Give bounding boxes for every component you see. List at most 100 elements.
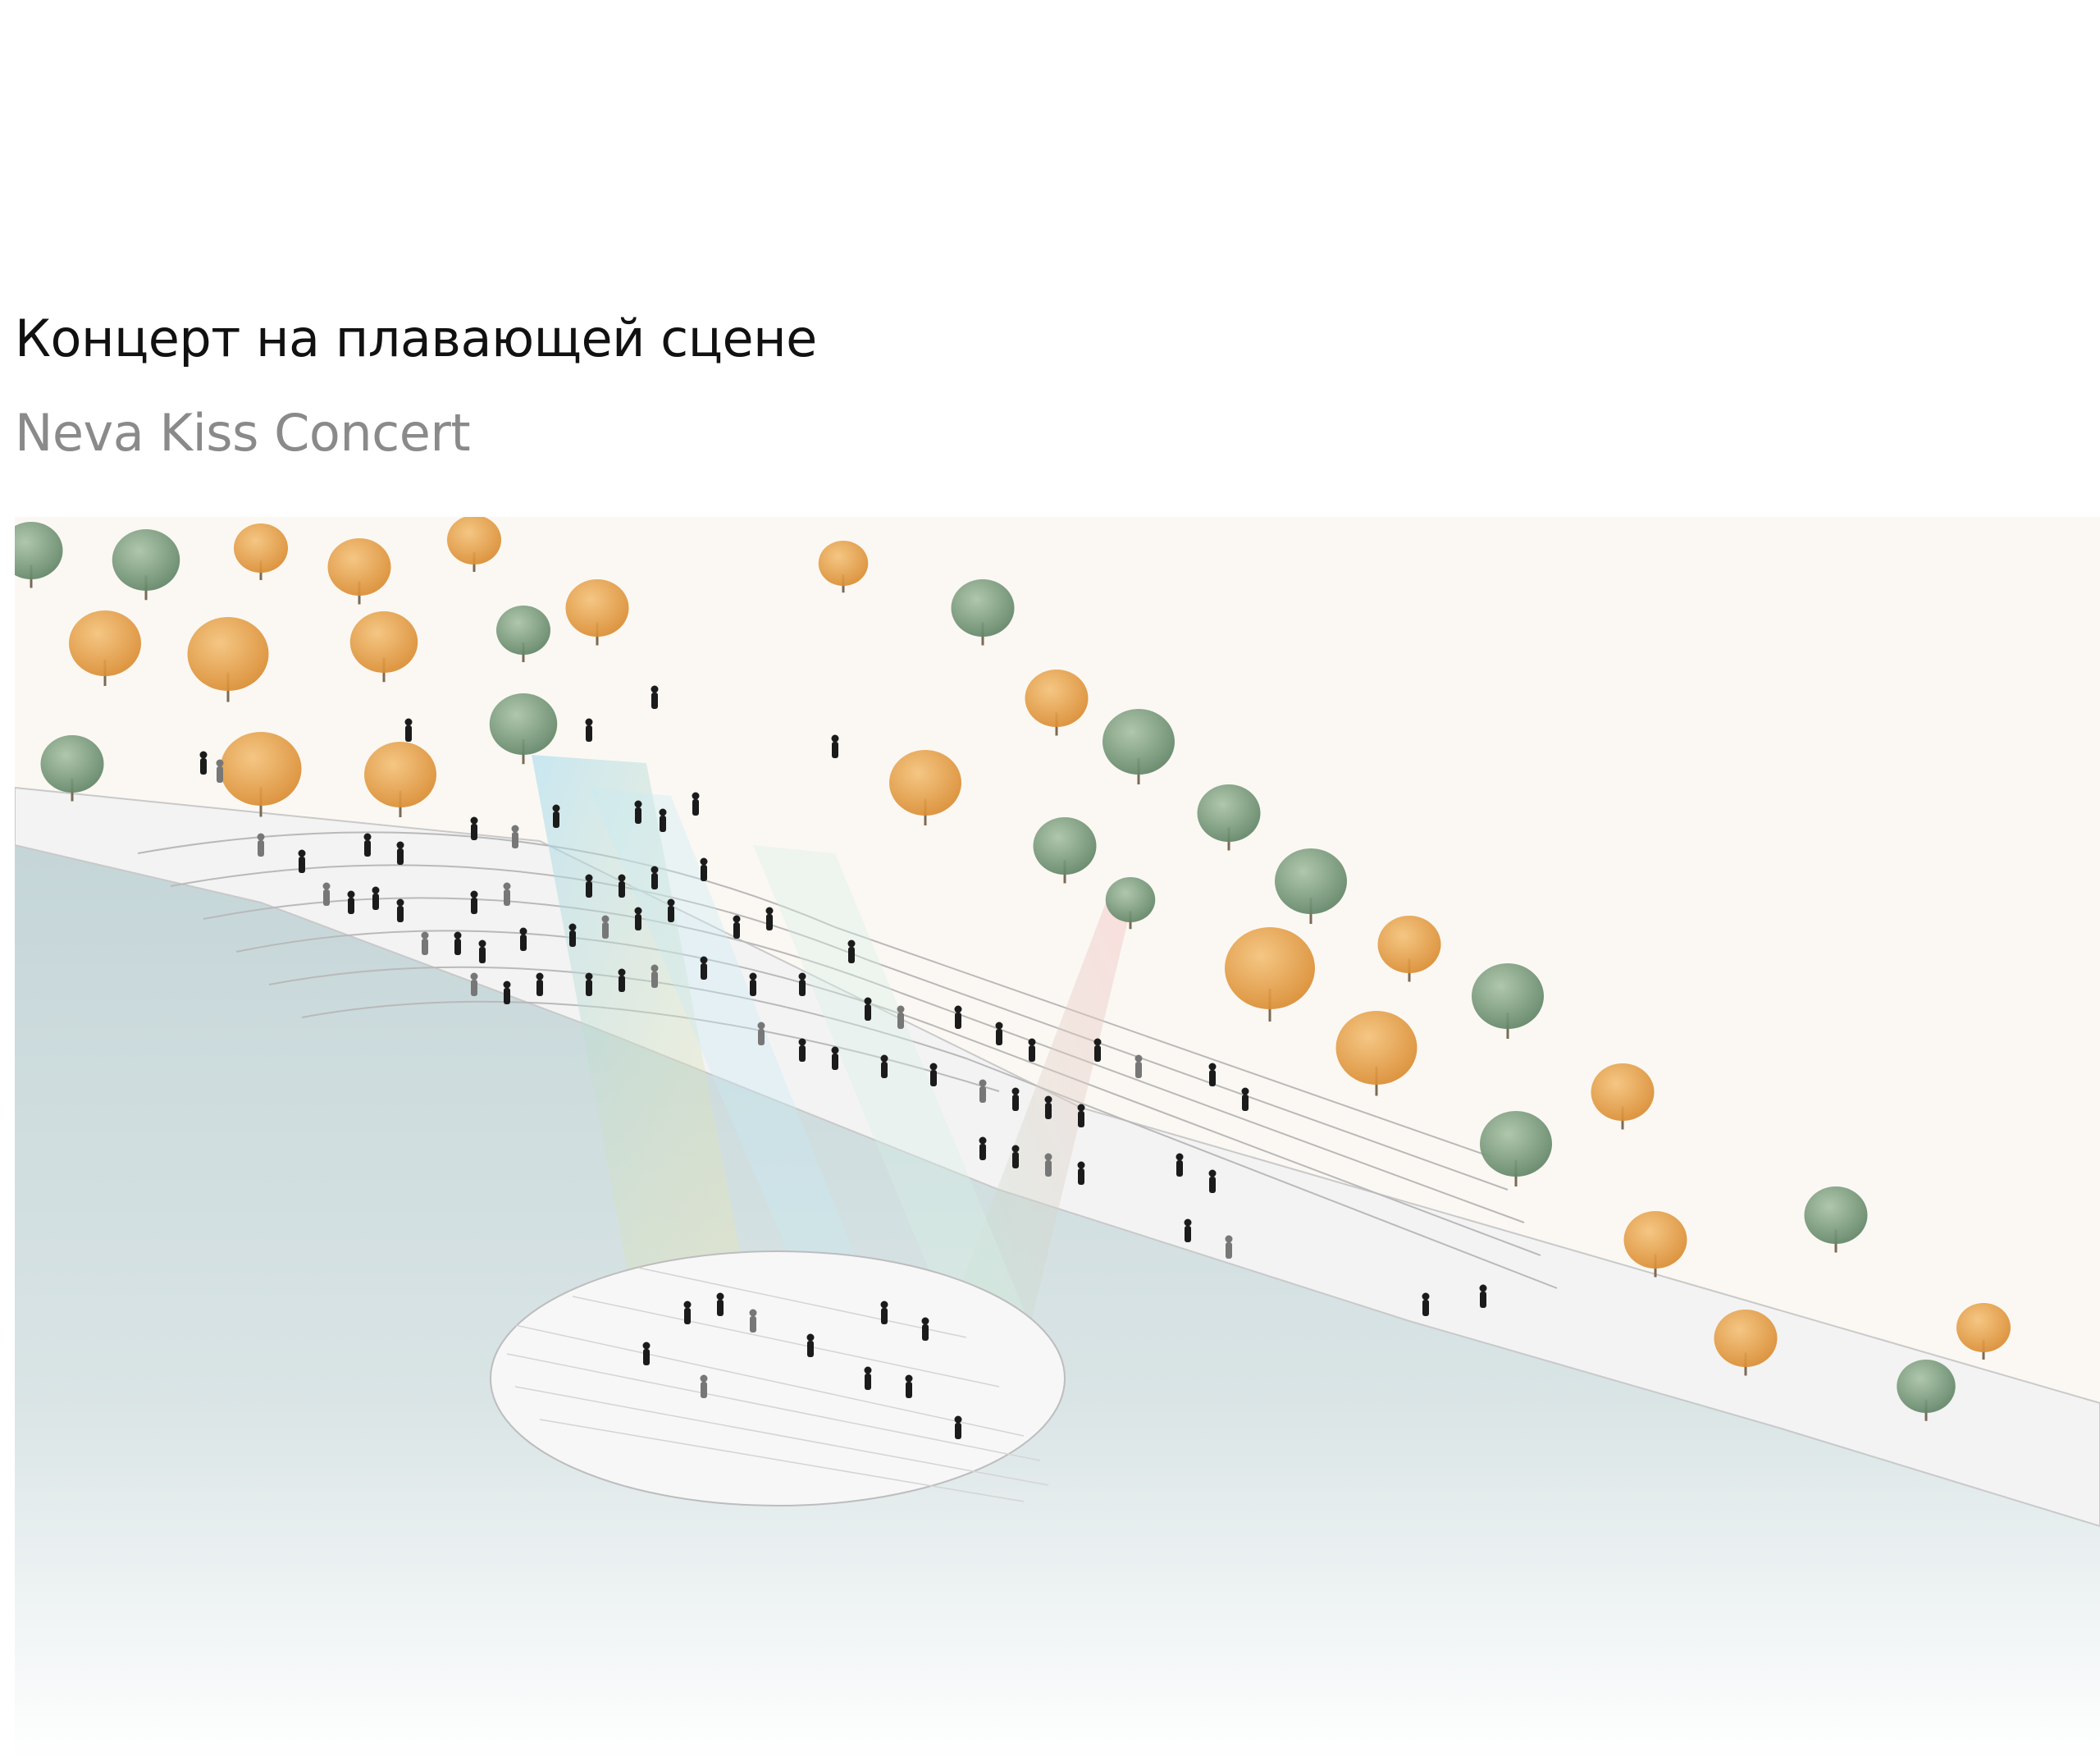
person-figure xyxy=(1479,1284,1487,1308)
autumn-tree xyxy=(1956,1303,2011,1360)
autumn-tree xyxy=(447,517,501,572)
green-tree xyxy=(1897,1360,1956,1421)
green-tree xyxy=(112,529,180,601)
person-figure xyxy=(1093,1038,1102,1062)
person-figure xyxy=(470,972,478,996)
person-figure xyxy=(905,1374,913,1398)
green-tree xyxy=(15,522,63,588)
person-figure xyxy=(954,1005,962,1029)
person-figure xyxy=(503,882,511,906)
person-figure xyxy=(864,1366,872,1390)
person-figure xyxy=(478,939,486,963)
person-figure xyxy=(995,1022,1003,1045)
person-figure xyxy=(929,1063,938,1086)
person-figure xyxy=(831,1046,839,1070)
person-figure xyxy=(601,915,609,939)
autumn-tree xyxy=(1225,927,1315,1022)
person-figure xyxy=(864,997,872,1021)
person-figure xyxy=(683,1301,692,1324)
autumn-tree xyxy=(220,732,302,817)
autumn-tree xyxy=(187,617,269,702)
person-figure xyxy=(1077,1161,1085,1185)
person-figure xyxy=(979,1136,987,1160)
person-figure xyxy=(757,1022,765,1045)
person-figure xyxy=(618,968,626,992)
autumn-tree xyxy=(1377,916,1441,982)
floating-stage xyxy=(490,1250,1066,1506)
person-figure xyxy=(1208,1169,1217,1193)
person-figure xyxy=(733,915,741,939)
autumn-tree xyxy=(1714,1310,1778,1376)
person-figure xyxy=(921,1317,929,1341)
autumn-tree xyxy=(1623,1211,1687,1278)
person-figure xyxy=(396,841,404,865)
autumn-tree xyxy=(327,538,391,605)
person-figure xyxy=(651,685,659,709)
person-figure xyxy=(954,1415,962,1439)
stage-light-beams xyxy=(532,755,1130,1387)
person-figure xyxy=(454,931,462,955)
green-tree xyxy=(951,579,1015,646)
autumn-tree xyxy=(565,579,629,646)
green-tree xyxy=(1480,1111,1552,1186)
green-tree xyxy=(1804,1186,1868,1253)
person-figure xyxy=(1134,1054,1143,1078)
person-figure xyxy=(651,866,659,889)
green-tree xyxy=(40,735,104,802)
person-figure xyxy=(716,1292,724,1316)
autumn-tree xyxy=(364,742,436,817)
person-figure xyxy=(322,882,331,906)
person-figure xyxy=(404,718,413,742)
person-figure xyxy=(700,857,708,881)
person-figure xyxy=(1044,1095,1052,1119)
person-figure xyxy=(1422,1292,1430,1316)
page-subtitle: Neva Kiss Concert xyxy=(15,403,471,463)
autumn-tree xyxy=(234,523,288,580)
green-tree xyxy=(1102,709,1175,784)
autumn-tree xyxy=(349,611,418,683)
person-figure xyxy=(585,874,593,898)
person-figure xyxy=(659,808,667,832)
person-figure xyxy=(634,800,642,824)
person-figure xyxy=(511,825,519,848)
person-figure xyxy=(692,792,700,816)
green-tree xyxy=(1275,848,1347,924)
person-figure xyxy=(585,718,593,742)
person-figure xyxy=(1208,1063,1217,1086)
person-figure xyxy=(618,874,626,898)
person-figure xyxy=(298,849,306,873)
person-figure xyxy=(585,972,593,996)
person-figure xyxy=(470,816,478,840)
person-figure xyxy=(257,833,265,857)
person-figure xyxy=(1184,1218,1192,1242)
person-figure xyxy=(503,981,511,1004)
green-tree xyxy=(1033,817,1097,884)
green-tree xyxy=(489,693,558,765)
person-figure xyxy=(700,1374,708,1398)
autumn-tree xyxy=(1591,1063,1655,1130)
autumn-tree xyxy=(1025,670,1089,736)
person-figure xyxy=(642,1342,651,1365)
person-figure xyxy=(1241,1087,1249,1111)
illustration-svg xyxy=(15,517,2100,1760)
person-figure xyxy=(1011,1087,1020,1111)
river-water xyxy=(15,845,2100,1760)
person-figure xyxy=(798,972,806,996)
green-tree xyxy=(1197,784,1261,851)
person-figure xyxy=(1176,1153,1184,1177)
person-figure xyxy=(897,1005,905,1029)
person-figure xyxy=(536,972,544,996)
person-figure xyxy=(765,907,774,930)
person-figure xyxy=(421,931,429,955)
person-figure xyxy=(470,890,478,914)
person-figure xyxy=(1077,1104,1085,1127)
person-figure xyxy=(847,939,856,963)
person-figure xyxy=(634,907,642,930)
person-figure xyxy=(347,890,355,914)
person-figure xyxy=(979,1079,987,1103)
person-figure xyxy=(363,833,372,857)
person-figure xyxy=(880,1301,888,1324)
person-figure xyxy=(1011,1145,1020,1168)
concert-illustration xyxy=(15,517,2100,1760)
person-figure xyxy=(749,1309,757,1333)
